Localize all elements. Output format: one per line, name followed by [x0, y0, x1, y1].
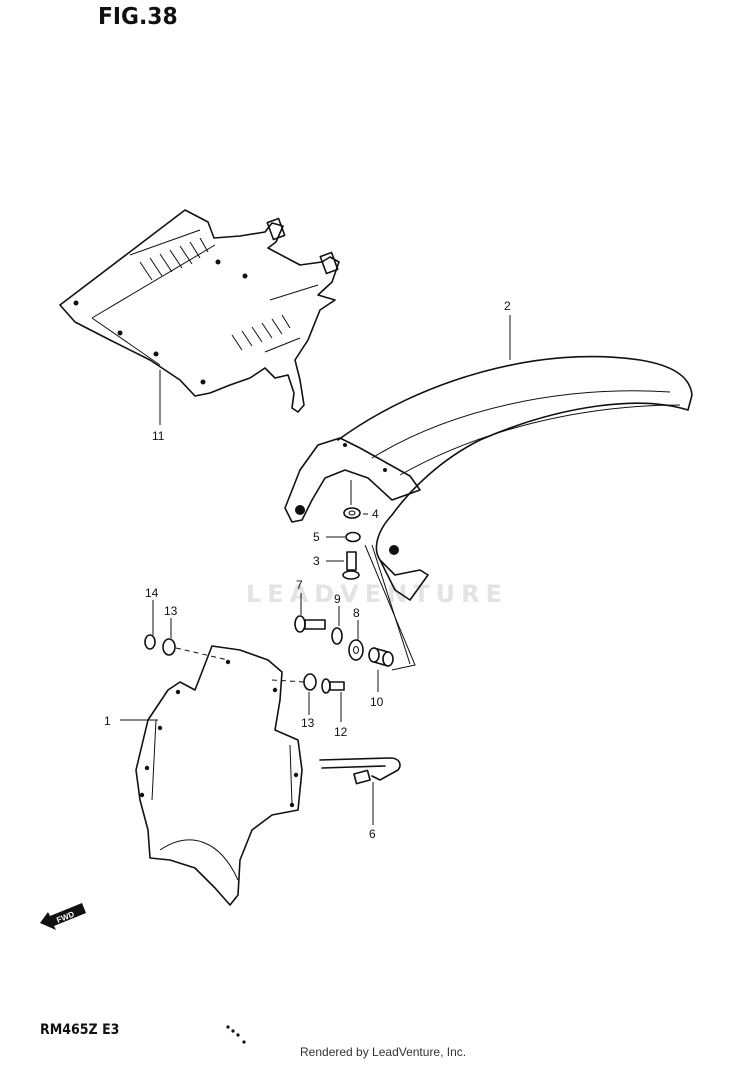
callout-4: 4: [372, 507, 379, 521]
callout-13-left: 13: [164, 604, 178, 618]
callout-3: 3: [313, 554, 320, 568]
callout-9: 9: [334, 592, 341, 606]
callout-2: 2: [504, 299, 511, 313]
part-11-rear-tray: [59, 209, 340, 413]
part-9-washer: [331, 627, 343, 645]
part-10-collar: [368, 647, 394, 667]
fig-title: FIG.38: [98, 4, 178, 30]
callouts: 2 11 4 5 3 14 13 7 9 8 10 1 13 12 6: [104, 299, 511, 841]
decorative-dots: [226, 1025, 246, 1044]
part-6-clamp-band: [319, 757, 401, 785]
watermark: LEADVENTURE: [246, 580, 508, 608]
callout-7: 7: [296, 578, 303, 592]
part-3-bolt: [342, 551, 360, 580]
part-8-washer: [348, 639, 364, 661]
callout-8: 8: [353, 606, 360, 620]
tray-hatching: [139, 237, 291, 351]
leader-lines: [120, 315, 511, 825]
part-2-rear-fender: [284, 355, 693, 601]
part-1-number-plate: [135, 645, 303, 906]
callout-13-right: 13: [301, 716, 315, 730]
part-14-nut: [144, 634, 156, 650]
fwd-arrow-label: FWD: [55, 910, 75, 925]
part-4-washer: [343, 507, 361, 519]
part-5-nut: [345, 531, 361, 543]
part-13-washer-right: [303, 673, 317, 691]
part-12-bolt: [321, 678, 345, 694]
fwd-arrow-icon: FWD: [40, 903, 86, 930]
rendered-by-credit: Rendered by LeadVenture, Inc.: [300, 1045, 467, 1059]
callout-5: 5: [313, 530, 320, 544]
part-13-washer-left: [162, 638, 176, 656]
callout-10: 10: [370, 695, 384, 709]
callout-12: 12: [334, 725, 348, 739]
callout-14: 14: [145, 586, 159, 600]
callout-11: 11: [152, 429, 165, 443]
callout-1: 1: [104, 714, 111, 728]
callout-6: 6: [369, 827, 376, 841]
model-code: RM465Z E3: [40, 1022, 120, 1038]
part-7-bolt: [294, 615, 326, 633]
